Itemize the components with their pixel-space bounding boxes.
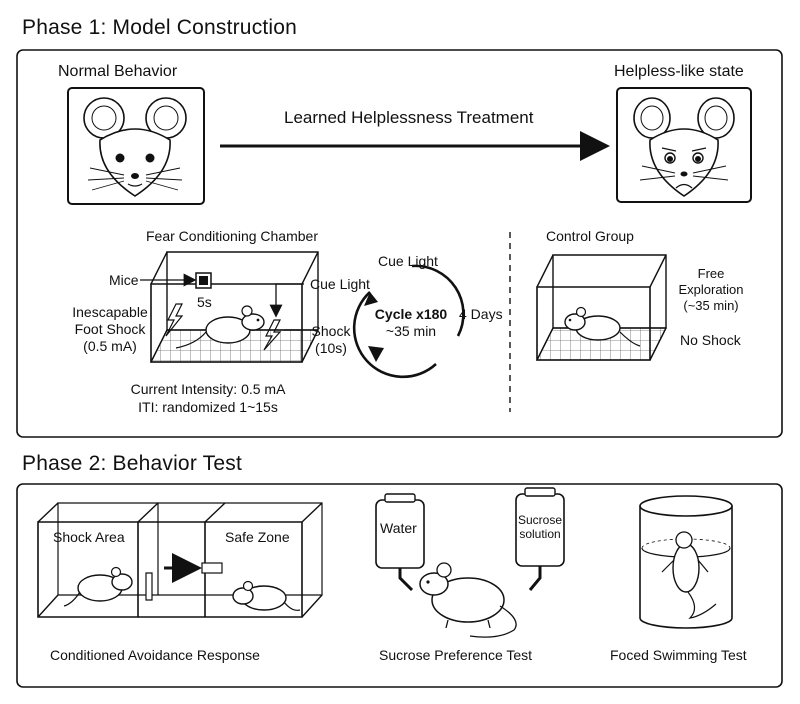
- sucrose-line1: Sucrose: [517, 513, 563, 527]
- foot-shock-line2: Foot Shock: [74, 321, 146, 337]
- treatment-label: Learned Helplessness Treatment: [284, 108, 534, 127]
- helpless-state-label: Helpless-like state: [614, 63, 744, 80]
- sucrose-mouse: [419, 562, 517, 638]
- water-label: Water: [380, 520, 417, 536]
- shuttle-box: [37, 502, 323, 618]
- phase2-title: Phase 2: Behavior Test: [22, 452, 242, 475]
- days-label: 4 Days: [459, 306, 503, 322]
- phase1-title: Phase 1: Model Construction: [22, 16, 298, 39]
- phase1-panel: [16, 49, 783, 438]
- sucrose-bottle-icon: [515, 487, 565, 591]
- normal-mouse-face: [67, 87, 205, 205]
- chamber-mouse: [175, 305, 265, 349]
- shock-area-label: Shock Area: [53, 529, 125, 545]
- sucrose-caption: Sucrose Preference Test: [379, 647, 533, 663]
- sucrose-line2: solution: [519, 527, 561, 541]
- cue-light-label: Cue Light: [310, 276, 370, 292]
- cycle-duration-label: ~35 min: [385, 323, 437, 339]
- cycle-loop-icon: [352, 264, 465, 379]
- free-line3: (~35 min): [683, 298, 739, 313]
- cycle-label: Cycle x180: [374, 306, 448, 322]
- cue-light-pointer: [269, 283, 304, 318]
- sucrose-solution-label: Sucrose solution: [516, 513, 564, 541]
- cycle-cue-light-label: Cue Light: [378, 253, 438, 269]
- mice-label: Mice: [109, 272, 139, 288]
- timer-label: 5s: [197, 294, 212, 310]
- water-bottle-icon: [375, 493, 425, 592]
- control-chamber: [536, 254, 667, 361]
- shock-text: Shock: [311, 323, 351, 339]
- phase2-panel: [16, 483, 783, 688]
- lightning-right-icon: [263, 319, 282, 351]
- cue-light-box: [195, 272, 212, 289]
- no-shock-label: No Shock: [680, 332, 741, 348]
- current-intensity-label: Current Intensity: 0.5 mA: [130, 381, 286, 397]
- normal-behavior-label: Normal Behavior: [58, 63, 178, 80]
- chamber-title: Fear Conditioning Chamber: [146, 228, 318, 244]
- control-group-title: Control Group: [546, 228, 634, 244]
- helpless-mouse-face: [616, 87, 752, 203]
- free-line1: Free: [697, 266, 725, 281]
- foot-shock-line1: Inescapable: [72, 304, 148, 320]
- swim-caption: Foced Swimming Test: [610, 647, 747, 663]
- swim-cylinder: [639, 495, 733, 629]
- foot-shock-line3: (0.5 mA): [83, 338, 137, 354]
- foot-shock-label: Inescapable Foot Shock (0.5 mA): [62, 304, 158, 355]
- fear-conditioning-chamber: [150, 251, 319, 363]
- iti-label: ITI: randomized 1~15s: [138, 399, 278, 415]
- safe-zone-label: Safe Zone: [225, 529, 290, 545]
- shock-duration: (10s): [315, 340, 347, 356]
- free-line2: Exploration: [678, 282, 744, 297]
- free-exploration-label: Free Exploration (~35 min): [676, 266, 746, 314]
- avoidance-caption: Conditioned Avoidance Response: [50, 647, 260, 663]
- lightning-left-icon: [165, 303, 184, 337]
- shock-label: Shock (10s): [304, 323, 358, 357]
